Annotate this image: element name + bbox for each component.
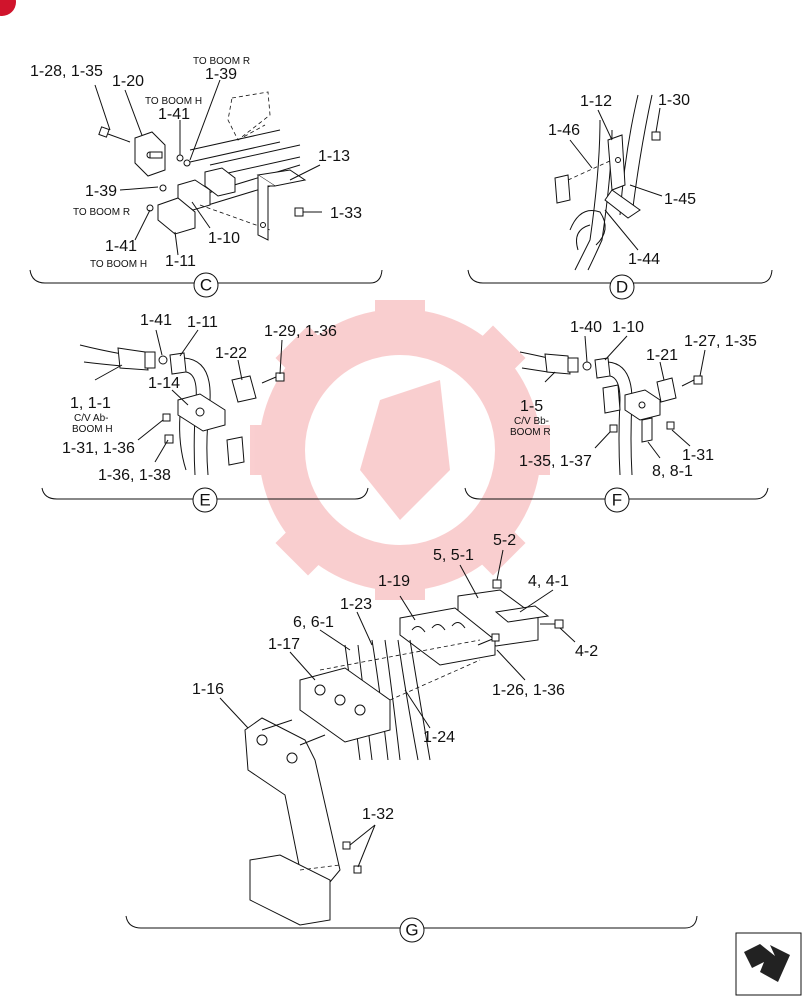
label: 6, 6-1 — [293, 614, 334, 631]
labels-f: 1-40 1-10 1-27, 1-35 1-21 1-5 C/V Bb- BO… — [510, 319, 757, 510]
label: 1-16 — [192, 681, 224, 698]
label: 1-39 — [85, 183, 117, 200]
label: TO BOOM R — [73, 207, 130, 218]
label: TO BOOM H — [145, 96, 202, 107]
label: 1-13 — [318, 148, 350, 165]
label: C/V Bb- — [514, 416, 549, 427]
label: 4-2 — [575, 643, 598, 660]
label: 1-21 — [646, 347, 678, 364]
label: 1-36, 1-38 — [98, 467, 171, 484]
label: 1-17 — [268, 636, 300, 653]
label: 1-24 — [423, 729, 455, 746]
label: 1-14 — [148, 375, 180, 392]
labels-d: 1-12 1-30 1-46 1-45 1-44 D — [548, 92, 696, 297]
label: 1-44 — [628, 251, 660, 268]
section-d — [467, 94, 773, 300]
section-g — [125, 549, 698, 943]
label: 1-28, 1-35 — [30, 63, 103, 80]
label: 1-19 — [378, 573, 410, 590]
label: C/V Ab- — [74, 413, 108, 424]
label: 1-45 — [664, 191, 696, 208]
label: 1-35, 1-37 — [519, 453, 592, 470]
label: TO BOOM H — [90, 259, 147, 270]
label: 5, 5-1 — [433, 547, 474, 564]
label: BOOM R — [510, 427, 551, 438]
label: 1-30 — [658, 92, 690, 109]
section-letter-c: C — [200, 276, 212, 295]
label: 4, 4-1 — [528, 573, 569, 590]
arrow-icon — [735, 932, 802, 996]
label: 1-31 — [682, 447, 714, 464]
label: 1-31, 1-36 — [62, 440, 135, 457]
label: 1-41 — [105, 238, 137, 255]
label: 1-29, 1-36 — [264, 323, 337, 340]
labels-e: 1-41 1-11 1-29, 1-36 1-22 1, 1-1 C/V Ab-… — [62, 312, 337, 510]
section-letter-d: D — [616, 278, 628, 297]
label: 1-12 — [580, 93, 612, 110]
label: 1-10 — [612, 319, 644, 336]
section-e — [41, 329, 369, 513]
label: 5-2 — [493, 532, 516, 549]
label: 1-23 — [340, 596, 372, 613]
section-letter-g: G — [405, 921, 418, 940]
label: 1-10 — [208, 230, 240, 247]
label: 1-11 — [165, 253, 196, 270]
label: BOOM H — [72, 424, 113, 435]
label: TO BOOM R — [193, 56, 250, 67]
labels-c: 1-28, 1-35 1-20 TO BOOM R 1-39 TO BOOM H… — [30, 56, 362, 295]
label: 1-33 — [330, 205, 362, 222]
labels-g: 5, 5-1 5-2 4, 4-1 1-19 1-23 6, 6-1 1-17 … — [192, 532, 598, 940]
label: 1-39 — [205, 66, 237, 83]
label: 1-11 — [187, 314, 218, 331]
section-letter-e: E — [199, 491, 210, 510]
label: 1-40 — [570, 319, 602, 336]
label: 8, 8-1 — [652, 463, 693, 480]
label: 1-20 — [112, 73, 144, 90]
section-letter-f: F — [612, 491, 622, 510]
label: 1-22 — [215, 345, 247, 362]
label: 1-46 — [548, 122, 580, 139]
label: 1-41 — [140, 312, 172, 329]
label: 1-5 — [520, 398, 543, 415]
label: 1-27, 1-35 — [684, 333, 757, 350]
label: 1, 1-1 — [70, 395, 111, 412]
section-f — [464, 335, 769, 513]
label: 1-41 — [158, 106, 190, 123]
label: 1-26, 1-36 — [492, 682, 565, 699]
section-c — [29, 79, 383, 298]
watermark-gear-icon — [250, 300, 550, 600]
label: 1-32 — [362, 806, 394, 823]
corner-badge-icon — [0, 0, 16, 16]
